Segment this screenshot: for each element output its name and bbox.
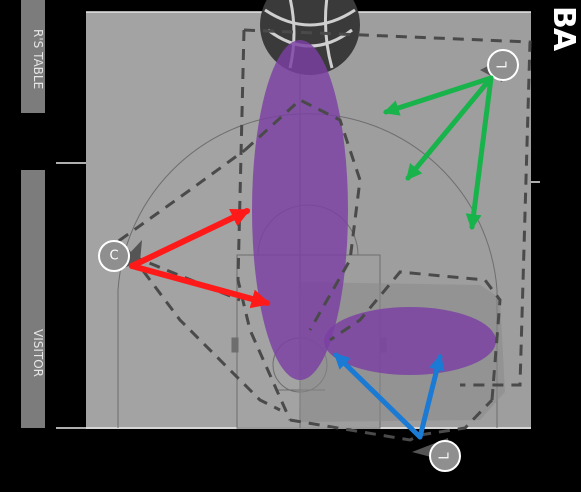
player-l-right[interactable]: L <box>480 49 519 82</box>
corner-logo-text: BA <box>546 6 581 51</box>
green-pass-arrows <box>382 75 494 231</box>
player-l-bottom-label: L <box>438 452 453 460</box>
blue-pass-arrows <box>333 352 445 440</box>
dashed-routes <box>117 28 532 442</box>
player-c-label: C <box>109 249 118 264</box>
player-l-right-label: L <box>496 61 511 69</box>
player-l-bottom[interactable]: L <box>412 438 461 472</box>
scorers-table-label: R'S TABLE <box>21 0 45 113</box>
purple-zone-horizontal <box>324 307 496 375</box>
red-pass-arrows <box>129 208 271 309</box>
purple-zone-vertical <box>252 40 348 380</box>
visitor-bench-label: VISITOR <box>21 170 45 428</box>
player-c[interactable]: C <box>98 240 142 272</box>
